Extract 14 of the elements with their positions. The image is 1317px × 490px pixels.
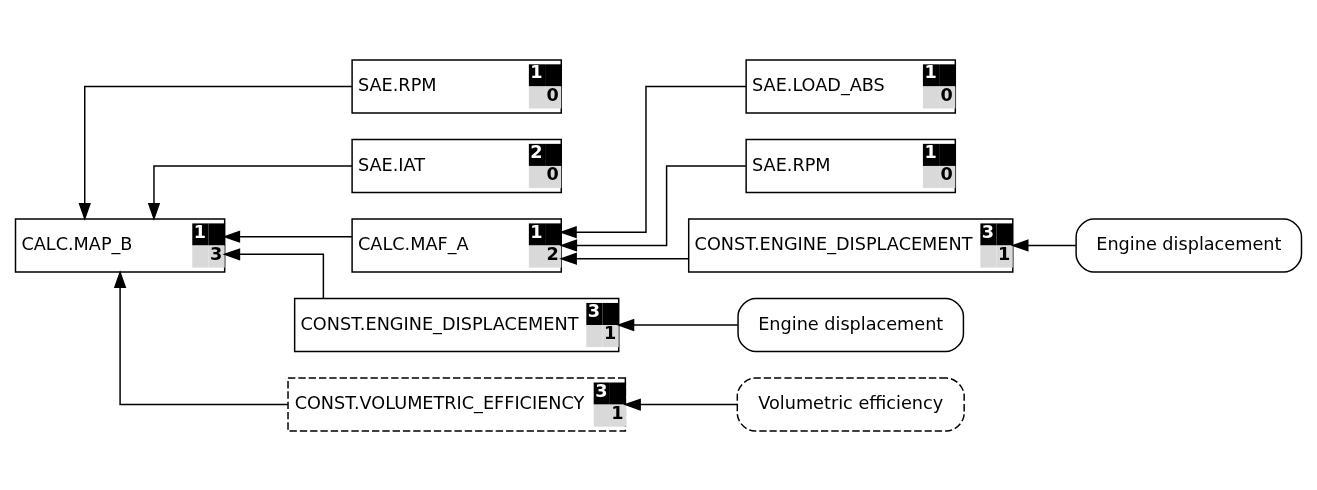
arrow [147,164,353,221]
node-box: Engine displacement [1075,217,1303,273]
node-box: Volumetric efficiency [736,376,965,432]
arrow [1010,238,1077,252]
arrow [113,269,289,405]
arrow [222,247,325,299]
arrow [559,164,747,252]
arrow [78,85,353,221]
node-box: Engine displacement [737,297,965,352]
arrow [559,85,747,238]
arrow [623,397,739,411]
arrow [616,318,739,331]
arrow [559,252,689,265]
arrow [222,229,353,243]
